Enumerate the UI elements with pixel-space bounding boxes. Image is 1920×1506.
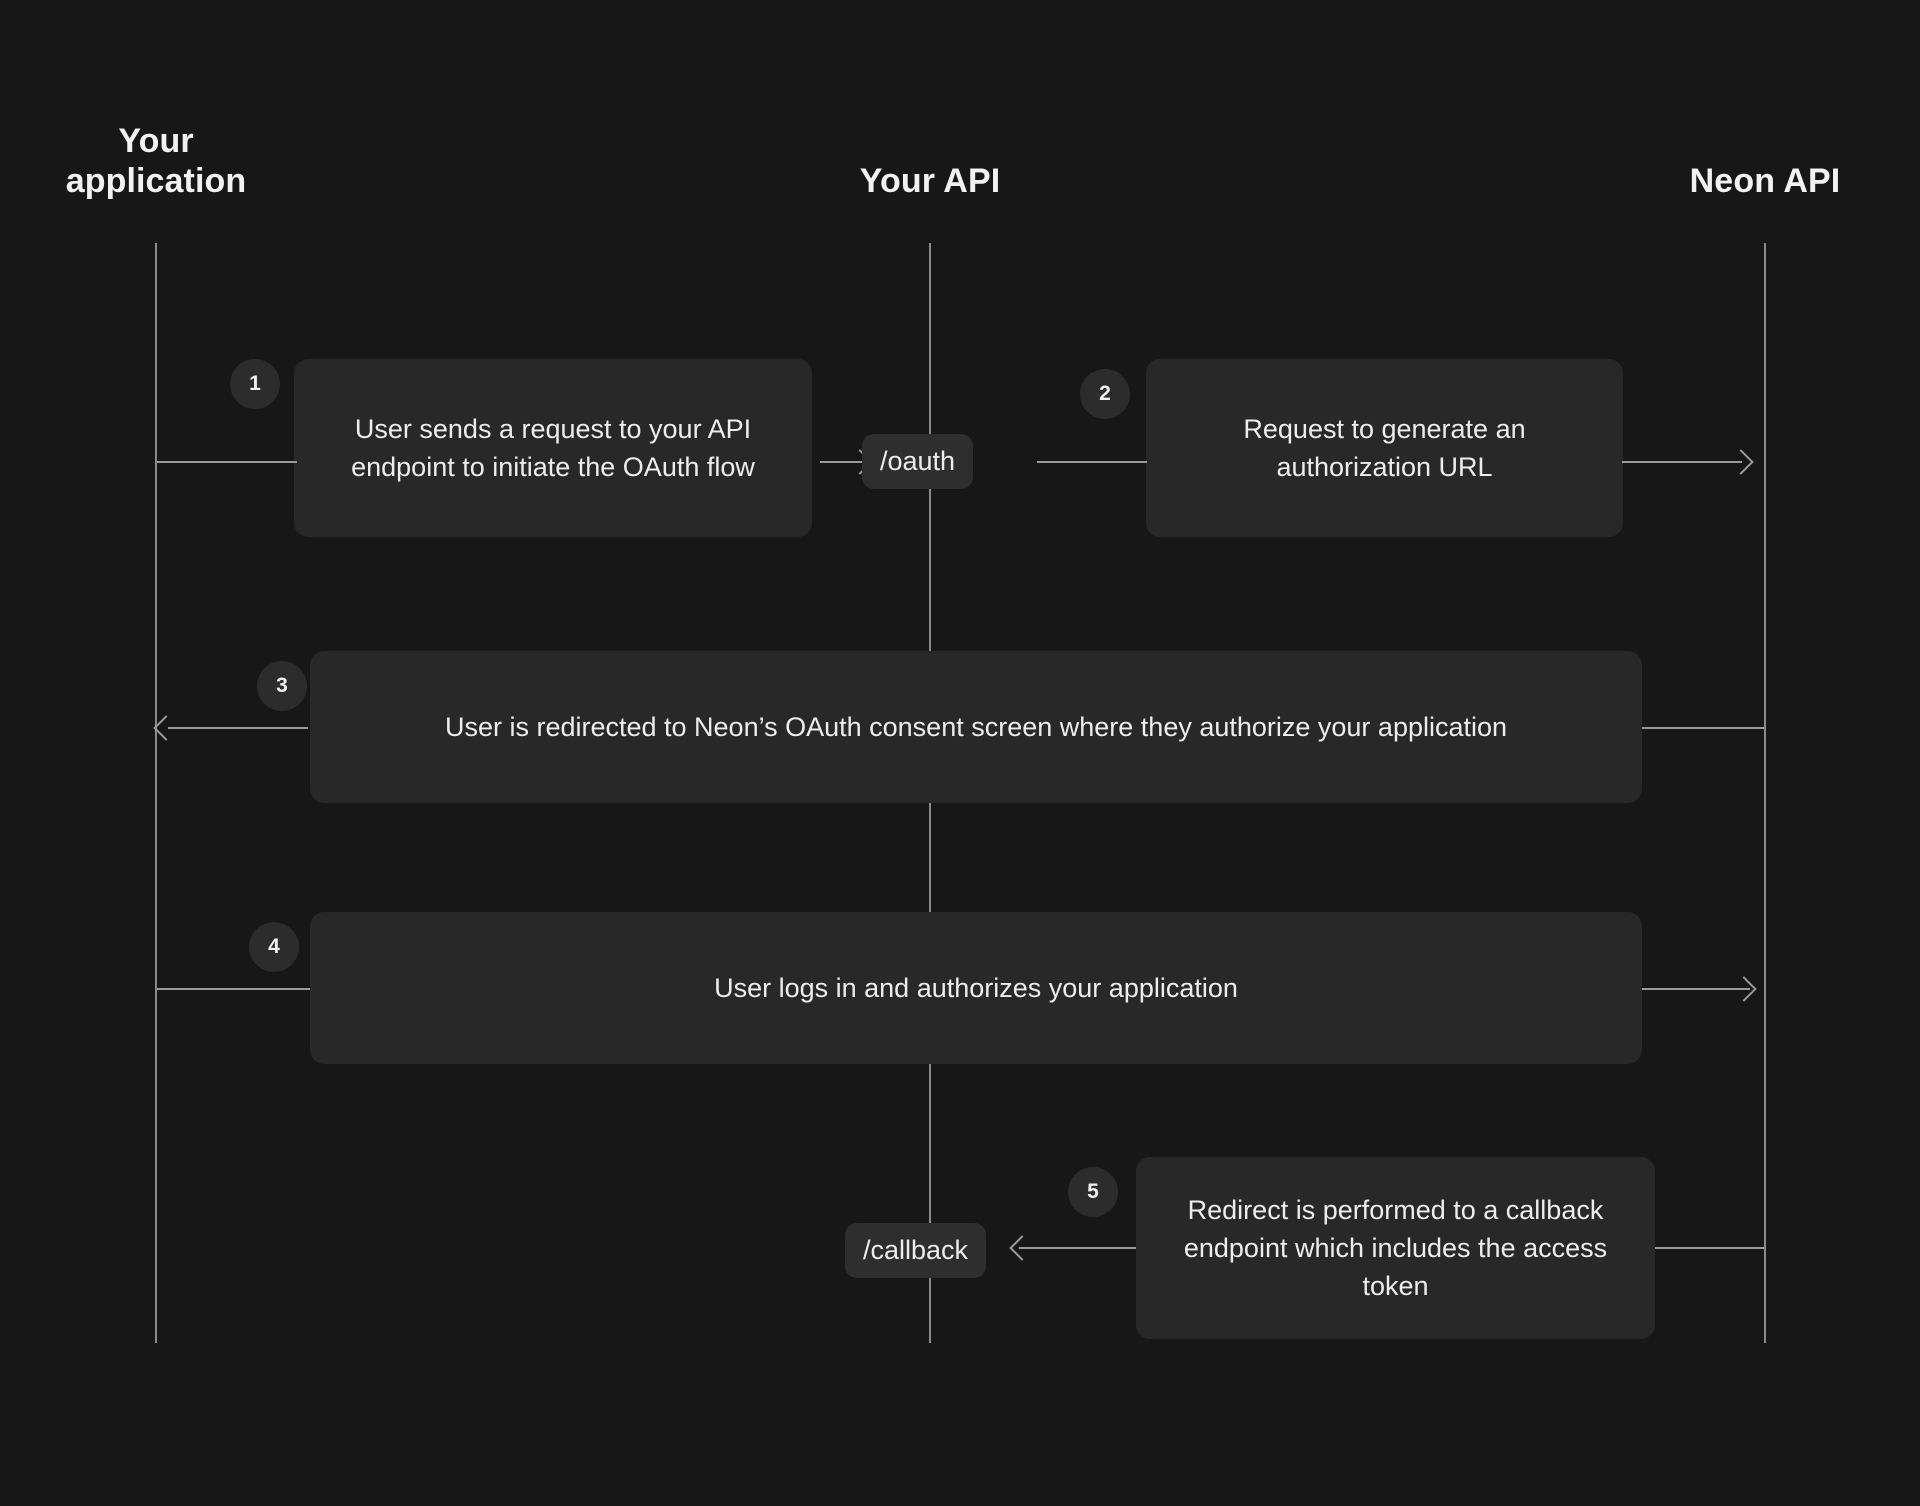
connector-step-5-right (1655, 1247, 1764, 1249)
step-badge-3: 3 (257, 661, 307, 711)
arrowhead-step-3 (153, 715, 179, 741)
step-message-2: Request to generate an authorization URL (1146, 359, 1623, 537)
connector-step-2-left (1037, 461, 1147, 463)
connector-step-3-left (168, 727, 308, 729)
step-message-3: User is redirected to Neon’s OAuth conse… (310, 651, 1642, 803)
lifeline-neon-api (1764, 243, 1766, 1343)
step-badge-2: 2 (1080, 369, 1130, 419)
actor-label-your-api: Your API (859, 162, 1001, 200)
step-message-4: User logs in and authorizes your applica… (310, 912, 1642, 1064)
arrowhead-step-2 (1728, 449, 1754, 475)
lifeline-your-application (155, 243, 157, 1343)
connector-step-1-left (157, 461, 297, 463)
connector-step-5-left (1019, 1247, 1136, 1249)
endpoint-pill-oauth[interactable]: /oauth (862, 434, 974, 489)
step-message-1: User sends a request to your API endpoin… (294, 359, 812, 537)
arrowhead-step-5 (1009, 1235, 1035, 1261)
step-message-5: Redirect is performed to a callback endp… (1136, 1157, 1655, 1339)
connector-step-4-right (1642, 988, 1750, 990)
connector-step-3-right (1642, 727, 1764, 729)
connector-step-4-left (157, 988, 310, 990)
endpoint-pill-callback[interactable]: /callback (845, 1223, 987, 1278)
connector-step-1-right (820, 461, 862, 463)
step-badge-5: 5 (1068, 1167, 1118, 1217)
step-badge-1: 1 (230, 359, 280, 409)
step-badge-4: 4 (249, 922, 299, 972)
actor-label-neon-api: Neon API (1689, 162, 1841, 200)
arrowhead-step-4 (1731, 976, 1757, 1002)
connector-step-2-right (1622, 461, 1742, 463)
actor-label-your-application: Your application (65, 122, 247, 200)
